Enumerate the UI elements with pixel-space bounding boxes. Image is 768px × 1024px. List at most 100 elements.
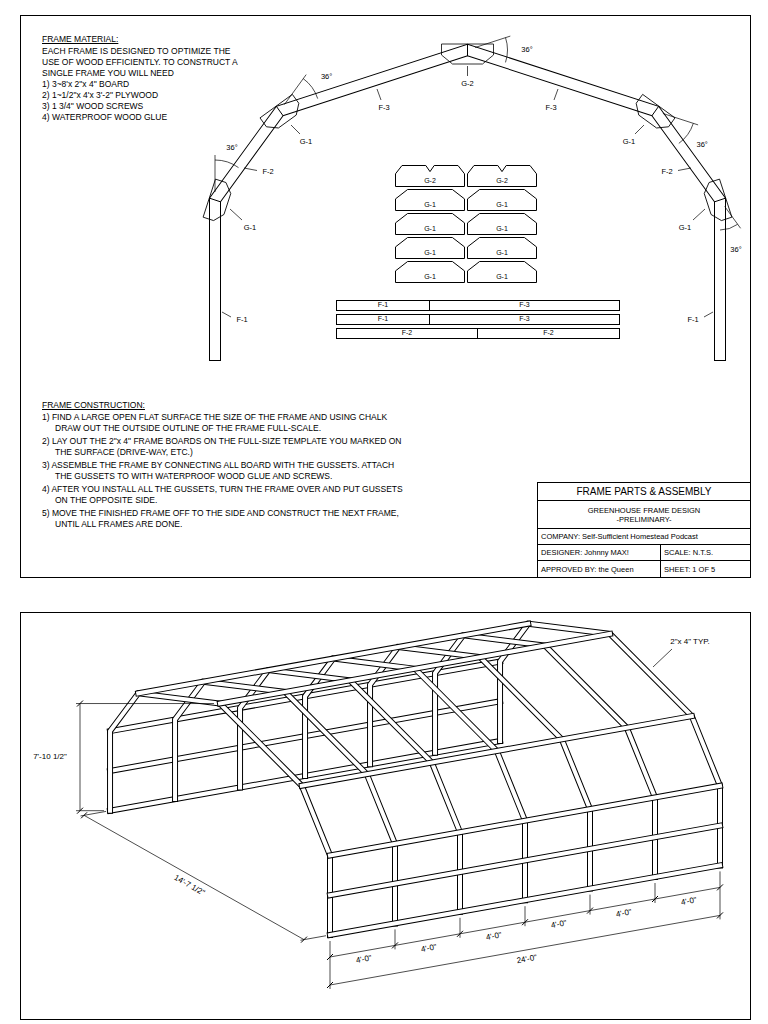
part-code: G-2 (424, 177, 436, 185)
gusset-plate (203, 179, 233, 223)
gusset-plate (631, 94, 675, 133)
dimension-text: 14'-7 1/2" (171, 874, 206, 899)
board-part: F-2 (477, 328, 620, 339)
part-callout: F-1 (686, 316, 699, 324)
board-face (330, 865, 720, 935)
construction-step: 3) ASSEMBLE THE FRAME BY CONNECTING ALL … (42, 460, 407, 482)
part-callout: G-1 (678, 224, 693, 232)
board-face (302, 716, 692, 786)
gusset-outline (467, 213, 537, 235)
dimension-text: 4'-0" (614, 908, 633, 920)
dimension-line (330, 915, 720, 985)
part-callout: F-3 (544, 104, 557, 112)
part-callout: G-1 (299, 138, 314, 146)
member-note: 2"x 4" TYP. (669, 638, 711, 647)
gusset-outline (467, 237, 537, 259)
part-code: G-1 (496, 201, 508, 209)
gusset-outline-path (468, 190, 537, 211)
construction-step: 5) MOVE THE FINISHED FRAME OFF TO THE SI… (42, 508, 407, 530)
dimension-tick (522, 919, 528, 925)
board-face (330, 826, 720, 896)
gusset-part: G-1 (467, 213, 537, 235)
board-outline (220, 634, 610, 704)
greenhouse-isometric (110, 624, 720, 935)
part-code: F-1 (378, 315, 389, 323)
gusset-outline-path (468, 214, 537, 235)
dimension-tick (717, 912, 723, 918)
material-item: 2) 1~1/2"x 4'x 3'-2" PLYWOOD (42, 90, 247, 101)
leader-line (467, 66, 468, 76)
gusset-outline-path (396, 238, 465, 259)
leader-line (291, 125, 300, 134)
dimension-tick (392, 942, 398, 948)
angle-label: 36° (225, 144, 238, 152)
dimension-tick (457, 931, 463, 937)
title-text: DESIGNER: Johnny MAX! (541, 548, 629, 557)
gusset-outline-path (396, 190, 465, 211)
title-block-cell: SCALE: N.T.S. (660, 544, 751, 561)
board-outline (330, 826, 720, 896)
angle-arc (679, 123, 694, 143)
dimension-tick (652, 896, 658, 902)
board-joint (467, 44, 468, 56)
sheet-border (21, 16, 751, 578)
title-text: APPROVED BY: the Queen (541, 565, 634, 574)
section-heading: FRAME MATERIAL: (42, 34, 247, 45)
board-face (215, 50, 720, 355)
part-code: F-1 (378, 301, 389, 309)
leader-line (678, 168, 691, 171)
angle-arc (720, 224, 738, 230)
dimension-line (84, 815, 304, 939)
board-outline (302, 716, 692, 786)
dimension-line (330, 887, 720, 957)
part-code: F-3 (519, 315, 530, 323)
dimension-tick (301, 937, 307, 943)
title-block-cell: APPROVED BY: the Queen (537, 560, 661, 578)
dimension-lines (76, 701, 723, 989)
sheet-border (21, 613, 751, 1020)
gusset-outline (395, 213, 465, 235)
dimension-tick (327, 982, 333, 988)
title-block-project: GREENHOUSE FRAME DESIGN-PRELIMINARY- (537, 500, 751, 529)
part-code: G-1 (496, 249, 508, 257)
material-notes: FRAME MATERIAL:EACH FRAME IS DESIGNED TO… (42, 34, 247, 123)
gusset-outline-path (396, 214, 465, 235)
dimension-line (80, 704, 81, 811)
gusset-part: G-1 (395, 213, 465, 235)
part-code: G-1 (424, 225, 436, 233)
part-code: F-2 (543, 329, 554, 337)
dimension-tick (587, 908, 593, 914)
title-text: FRAME PARTS & ASSEMBLY (576, 486, 711, 498)
angle-label: 36° (696, 141, 709, 149)
gusset-outline (467, 261, 537, 283)
part-code: G-1 (496, 225, 508, 233)
dimension-tick (81, 812, 87, 818)
dimension-text: 4'-0" (354, 954, 373, 966)
dimension-tick (327, 954, 333, 960)
part-callout: G-1 (622, 138, 637, 146)
extension-line (663, 113, 698, 124)
leader-line (635, 125, 644, 134)
angle-arc (303, 79, 318, 99)
gusset-outline-path (396, 166, 465, 187)
gusset-outline (467, 165, 537, 187)
part-callout: G-2 (460, 80, 475, 88)
longitudinal-board (302, 716, 692, 786)
dimension-text: 24'-0" (515, 954, 539, 967)
gusset-plate (260, 94, 304, 133)
board-joint (714, 198, 725, 202)
leader-line (693, 209, 705, 220)
board-outline (215, 50, 720, 355)
gusset-part: G-1 (395, 189, 465, 211)
part-callout: F-2 (261, 168, 274, 176)
gusset-part: G-1 (395, 261, 465, 283)
title-block-cell: DESIGNER: Johnny MAX! (537, 544, 661, 561)
dimension-text: 4'-0" (484, 931, 503, 943)
extension-line (284, 75, 306, 105)
board-outline (330, 786, 720, 856)
dimension-text: 7'-10 1/2" (32, 753, 68, 762)
longitudinal-board (330, 826, 720, 896)
gusset-outline-path (468, 166, 537, 187)
section-heading: FRAME CONSTRUCTION: (42, 400, 407, 411)
